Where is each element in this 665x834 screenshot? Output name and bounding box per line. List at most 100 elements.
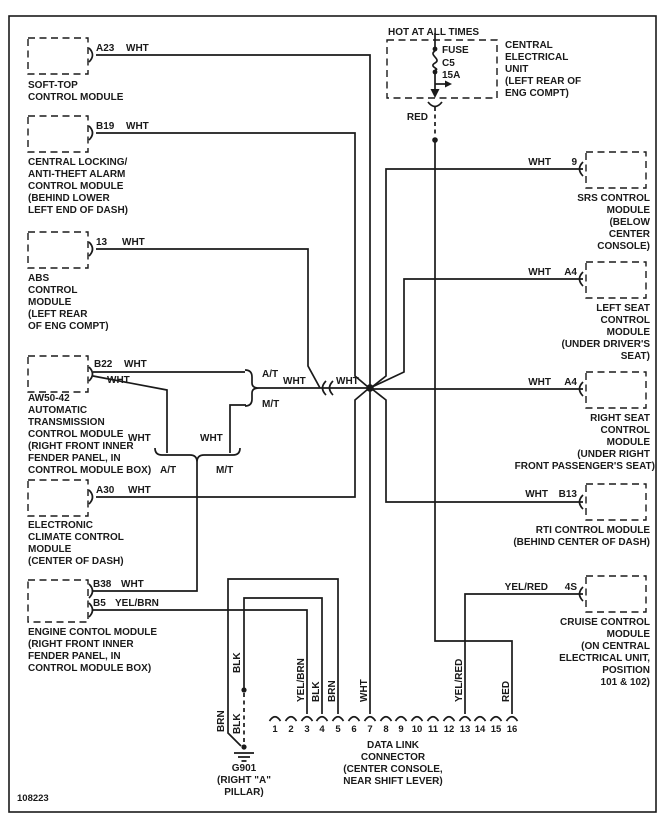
connector-icon [88, 241, 94, 257]
module-name-line: CENTRAL LOCKING/ [28, 157, 127, 168]
connector-icon [88, 489, 94, 505]
module-name-line: CRUISE CONTROL [560, 617, 650, 628]
wire-blk [243, 597, 323, 714]
wire-color-label: WHT [528, 267, 551, 278]
dlc-name-line: DATA LINK [367, 740, 420, 751]
wire-color-label-vertical: YEL/RED [454, 659, 465, 702]
pin-label-b13: B13 [559, 489, 578, 500]
right-arrowhead-icon [445, 80, 452, 88]
pin-socket-icon [363, 715, 377, 722]
module-box-left-seat [585, 261, 647, 299]
pin-socket-icon [347, 715, 361, 722]
pin-socket-icon [300, 715, 314, 722]
module-name-line: (BEHIND LOWER [28, 193, 110, 204]
module-box-transmission [27, 355, 89, 393]
module-name-line: CONTROL [601, 315, 650, 326]
inline-connector-icon [328, 380, 334, 396]
pin-label-a4: A4 [564, 377, 577, 388]
module-name-line: (BELOW [609, 217, 650, 228]
fuse-terminal-dot [432, 46, 438, 52]
pin-socket-icon [426, 715, 440, 722]
wire-color-label-vertical: RED [501, 681, 512, 702]
ceu-name-line: ENG COMPT) [505, 88, 569, 99]
down-arrowhead-icon [430, 89, 440, 98]
wire-wht-left-seat [371, 278, 583, 388]
pin-label-a23: A23 [96, 43, 115, 54]
branch-label-mt-bottom: M/T [216, 465, 233, 476]
hot-at-all-times-label: HOT AT ALL TIMES [388, 27, 479, 38]
connector-icon [88, 366, 94, 382]
dlc-name-line: (CENTER CONSOLE, [343, 764, 443, 775]
dlc-pin-number: 15 [491, 724, 502, 735]
module-box-central-locking [27, 115, 89, 153]
pin-label-4s: 4S [565, 582, 578, 593]
pin-socket-icon [315, 715, 329, 722]
module-name-line: (CENTER OF DASH) [28, 556, 124, 567]
wire-color-label: WHT [283, 376, 306, 387]
wire-red [434, 142, 513, 714]
ceu-name-line: UNIT [505, 64, 528, 75]
dlc-pin-number: 1 [272, 724, 278, 735]
module-box-srs [585, 151, 647, 189]
module-name-line: TRANSMISSION [28, 417, 105, 428]
module-name-line: SEAT) [621, 351, 650, 362]
connector-icon [88, 125, 94, 141]
fuse-amps-label: 15A [442, 70, 460, 81]
wire-color-label: WHT [528, 377, 551, 388]
module-name-line: (UNDER RIGHT [577, 449, 650, 460]
wire-color-label: WHT [124, 359, 147, 370]
module-name-line: RIGHT SEAT [590, 413, 650, 424]
pin-label-a30: A30 [96, 485, 115, 496]
module-name-line: (LEFT REAR [28, 309, 88, 320]
pin-socket-icon [473, 715, 487, 722]
pin-socket-icon [394, 715, 408, 722]
diagram-border [8, 15, 657, 813]
module-name-line: CLIMATE CONTROL [28, 532, 124, 543]
wire-color-label-vertical: WHT [359, 679, 370, 702]
dlc-pin-number: 6 [351, 724, 356, 735]
module-name-line: CONTROL MODULE BOX) [28, 465, 151, 476]
module-box-rti [585, 483, 647, 521]
module-name-line: ABS [28, 273, 49, 284]
dlc-pin-number: 16 [507, 724, 518, 735]
ceu-name-line: ELECTRICAL [505, 52, 568, 63]
branch-label-at: A/T [262, 369, 278, 380]
wire-color-label: WHT [200, 433, 223, 444]
splice-dot [241, 687, 247, 693]
ground-name-line: (RIGHT "A" [217, 775, 271, 786]
wire-wht-a30 [96, 388, 369, 498]
sheet-id-label: 108223 [17, 793, 49, 804]
ground-symbol-g901 [234, 744, 254, 762]
pin-socket-icon [268, 715, 282, 722]
module-name-line: CONTROL MODULE [28, 92, 124, 103]
dlc-pin-number: 2 [288, 724, 293, 735]
connector-cup-icon [427, 101, 443, 108]
module-name-line: ENGINE CONTOL MODULE [28, 627, 157, 638]
wire-color-label: WHT [128, 485, 151, 496]
pin-socket-icon [505, 715, 519, 722]
wire-wht-srs [371, 168, 583, 388]
module-name-line: POSITION [602, 665, 650, 676]
wire-color-label: WHT [122, 237, 145, 248]
wire-wht-b19 [96, 132, 369, 388]
module-name-line: ANTI-THEFT ALARM [28, 169, 125, 180]
connector-icon [88, 47, 94, 63]
pin-label-a4: A4 [564, 267, 577, 278]
module-name-line: LEFT END OF DASH) [28, 205, 128, 216]
wires [92, 54, 583, 747]
dlc-pin-number: 8 [383, 724, 388, 735]
module-name-line: (RIGHT FRONT INNER [28, 639, 134, 650]
module-box-soft-top [27, 37, 89, 75]
module-name-line: MODULE [28, 297, 72, 308]
pin-label-b38: B38 [93, 579, 112, 590]
fuse-label: FUSE [442, 45, 469, 56]
pin-socket-icon [489, 715, 503, 722]
module-box-abs [27, 231, 89, 269]
wire-color-label: WHT [336, 376, 359, 387]
module-name-line: MODULE [607, 629, 651, 640]
module-name-line: ELECTRICAL UNIT, [559, 653, 650, 664]
module-name-line: AW50-42 [28, 393, 70, 404]
wire-wht-b38 [93, 462, 198, 592]
